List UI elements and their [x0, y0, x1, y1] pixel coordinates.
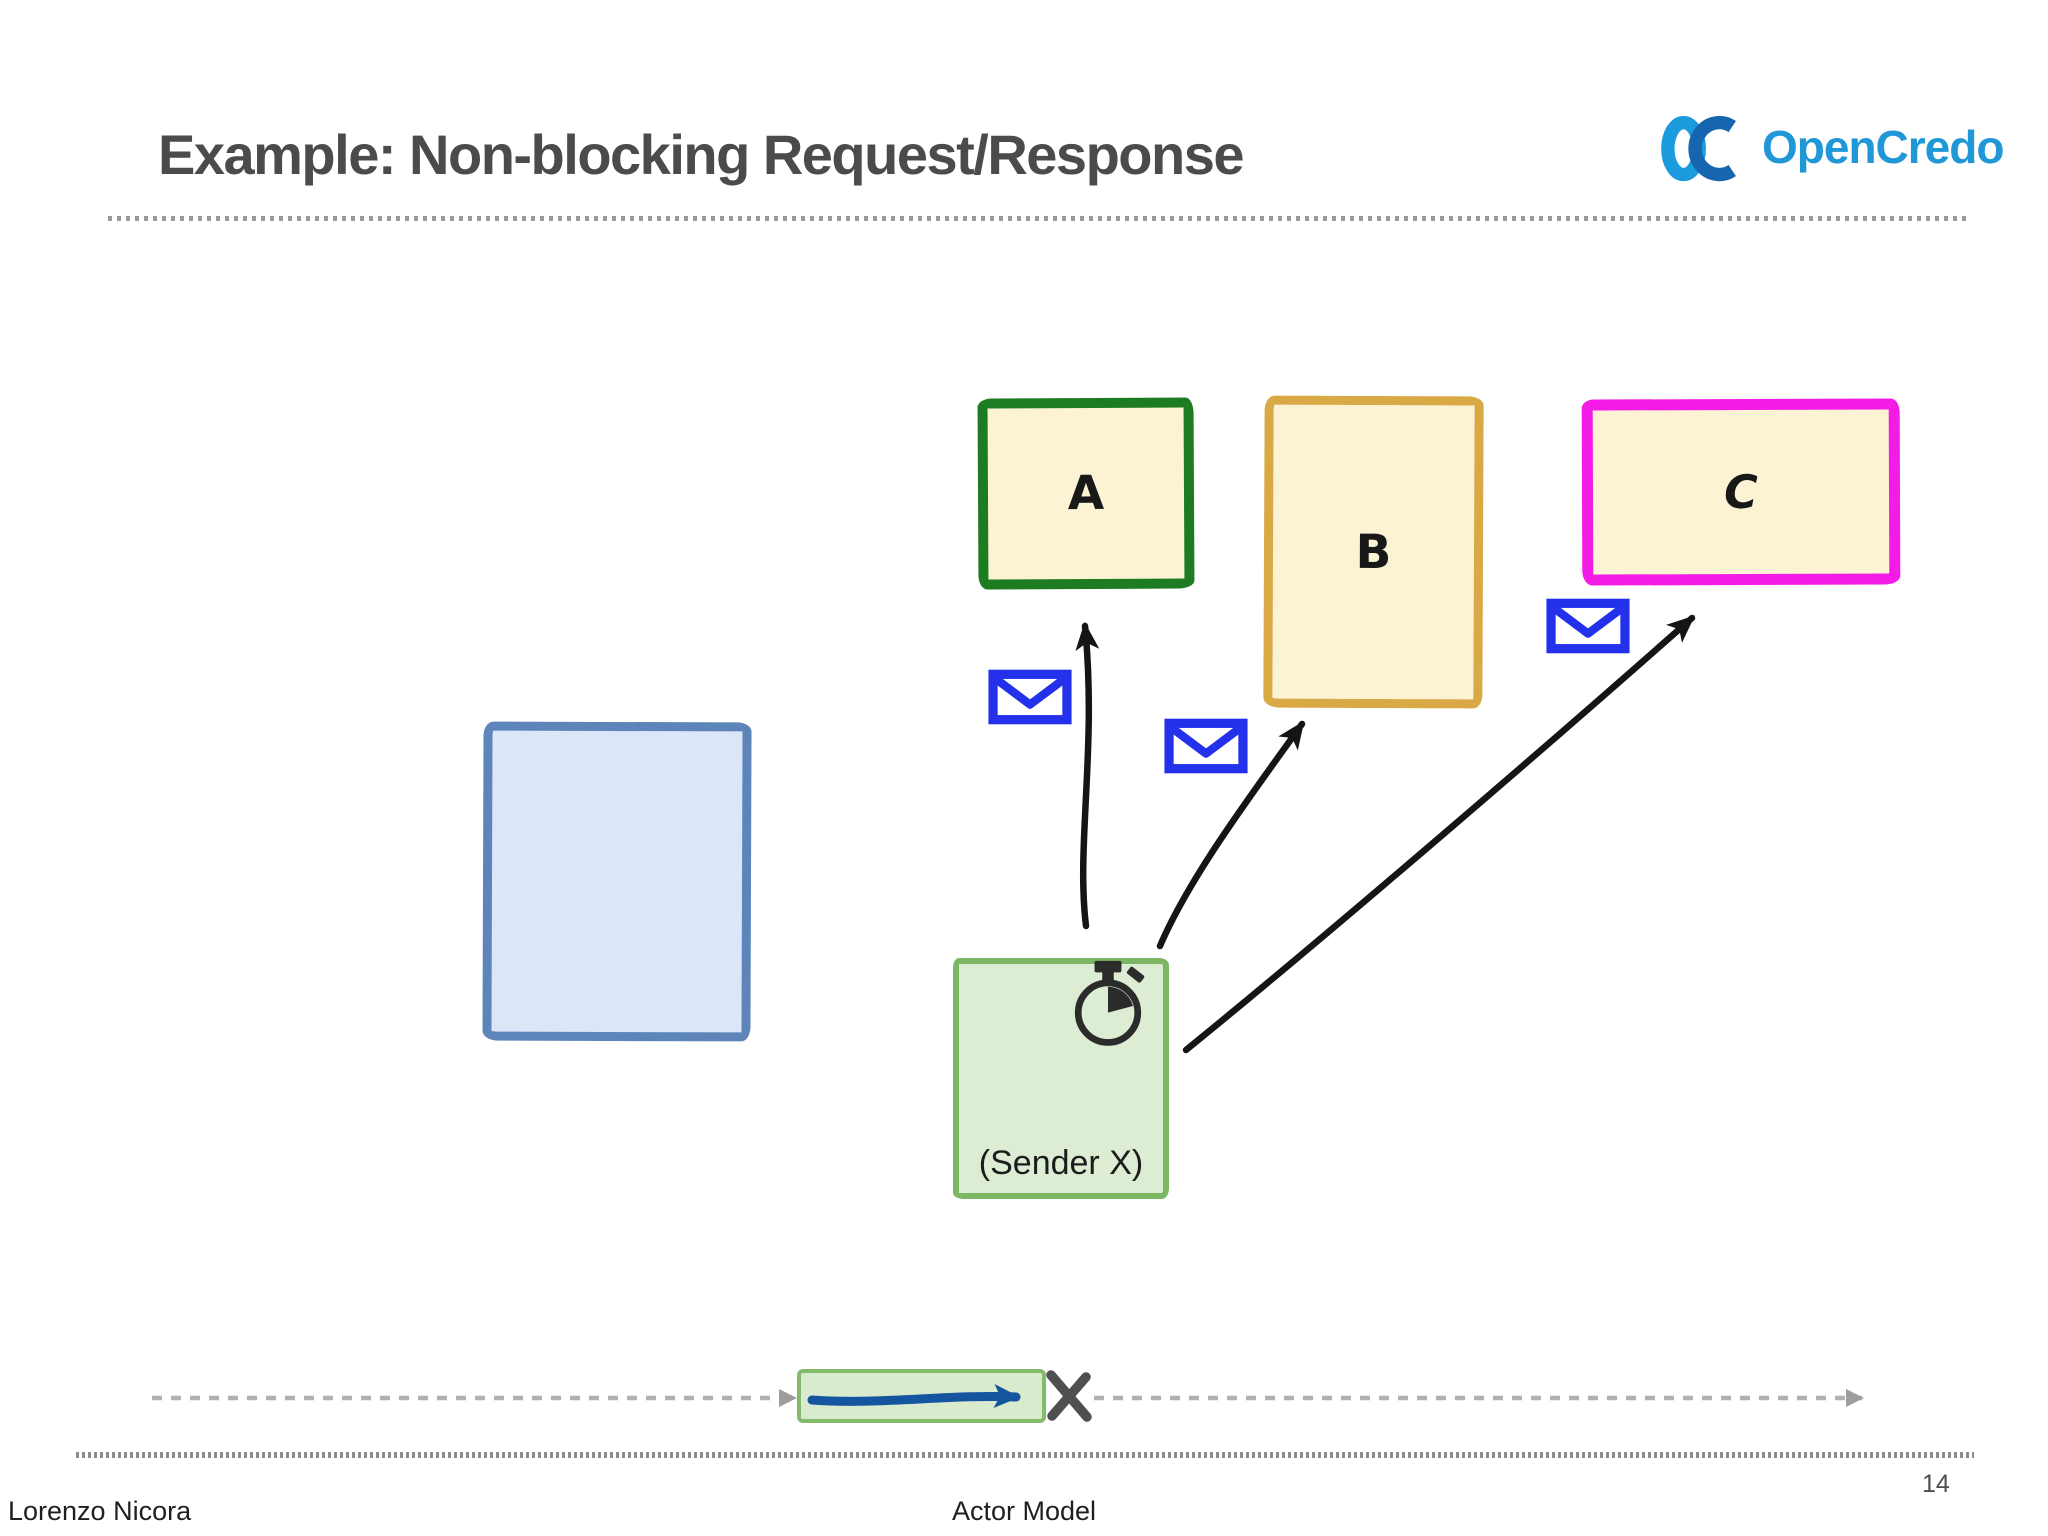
footer-page-number: 14 — [1922, 1470, 1950, 1498]
message-arrow-to-b — [1156, 720, 1306, 950]
opencredo-logo-text: OpenCredo — [1762, 121, 2004, 173]
opencredo-logo-icon — [1661, 115, 1736, 182]
footer-dotted-divider — [76, 1452, 1974, 1458]
opencredo-logo: OpenCredo — [1660, 106, 2004, 188]
footer-author: Lorenzo Nicora — [8, 1496, 192, 1526]
message-arrow-to-c — [1182, 614, 1696, 1054]
message-envelope-icon-b — [1164, 718, 1248, 774]
sender-label: (Sender X) — [978, 1144, 1144, 1182]
message-envelope-icon-c — [1546, 598, 1630, 654]
message-arrow-to-a — [1075, 622, 1100, 930]
header-dotted-divider — [108, 216, 1968, 221]
message-envelope-icon-a — [988, 669, 1072, 725]
footer-deck-title: Actor Model — [951, 1496, 1097, 1526]
slide-title: Example: Non-blocking Request/Response — [158, 123, 1244, 186]
actor-box-sender: (Sender X) — [953, 958, 1169, 1199]
timeline-progress-arrow — [807, 1384, 1021, 1408]
stopwatch-icon — [1074, 960, 1145, 1046]
timeline-terminated-x-mark — [1046, 1370, 1092, 1422]
timeline-mid-arrowhead — [779, 1389, 797, 1407]
